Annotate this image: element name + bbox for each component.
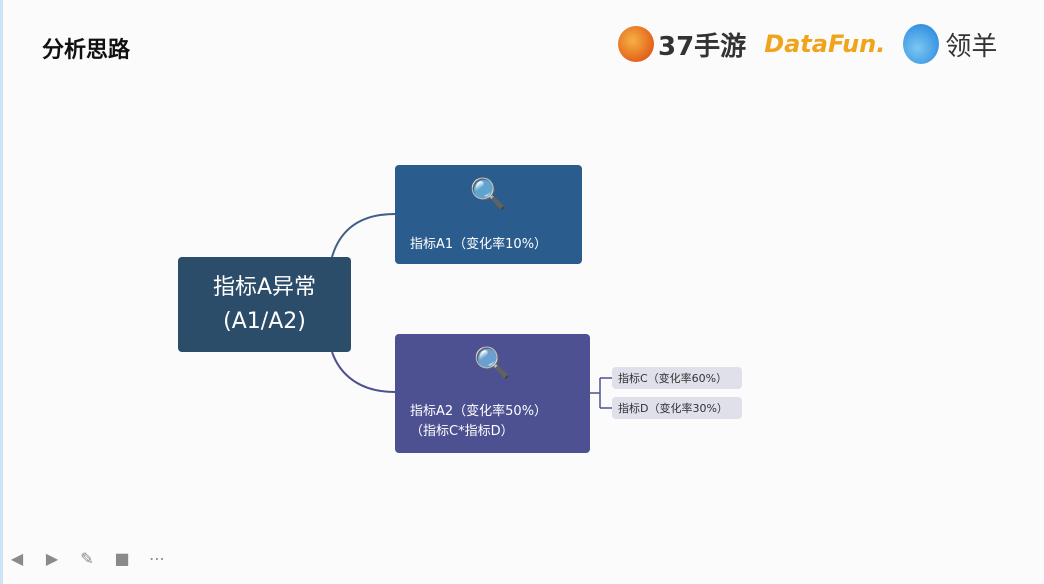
node-a1[interactable]: 🔍 指标A1（变化率10%） [395, 165, 582, 264]
left-edge [0, 0, 3, 584]
logo-bar: 37手游 DataFun. 领羊 [618, 22, 997, 66]
magnifier-icon: 🔍 [473, 346, 512, 381]
leaf-d[interactable]: 指标D（变化率30%） [612, 397, 742, 419]
slide-title: 分析思路 [42, 38, 131, 63]
play-icon[interactable]: ▶ [45, 548, 59, 568]
logo-37-text: 37手游 [658, 31, 747, 62]
previous-icon[interactable]: ◀ [10, 548, 24, 568]
node-a2-line2: （指标C*指标D） [410, 424, 514, 439]
magnifier-icon: 🔍 [469, 177, 508, 212]
more-icon[interactable]: ⋯ [149, 548, 165, 568]
camera-icon[interactable]: ■ [114, 548, 130, 568]
dragon-logo-icon [903, 24, 940, 64]
logo-lingyang: 领羊 [903, 24, 997, 64]
node-a2-label: 指标A2（变化率50%） （指标C*指标D） [410, 402, 547, 442]
node-a2-line1: 指标A2（变化率50%） [410, 404, 548, 419]
logo-37: 37手游 [618, 26, 746, 63]
pen-icon[interactable]: ✎ [80, 548, 94, 568]
presentation-controls: ◀ ▶ ✎ ■ ⋯ [8, 548, 166, 568]
root-line1: 指标A异常 [212, 274, 317, 300]
root-node[interactable]: 指标A异常 (A1/A2) [178, 257, 351, 352]
37-logo-icon [618, 26, 654, 62]
root-line2: (A1/A2) [223, 308, 306, 334]
node-a1-label: 指标A1（变化率10%） [410, 237, 548, 252]
node-a2[interactable]: 🔍 指标A2（变化率50%） （指标C*指标D） [395, 334, 590, 453]
logo-lingyang-text: 领羊 [945, 31, 998, 62]
logo-datafun: DataFun. [764, 30, 886, 58]
leaf-c[interactable]: 指标C（变化率60%） [612, 367, 742, 389]
